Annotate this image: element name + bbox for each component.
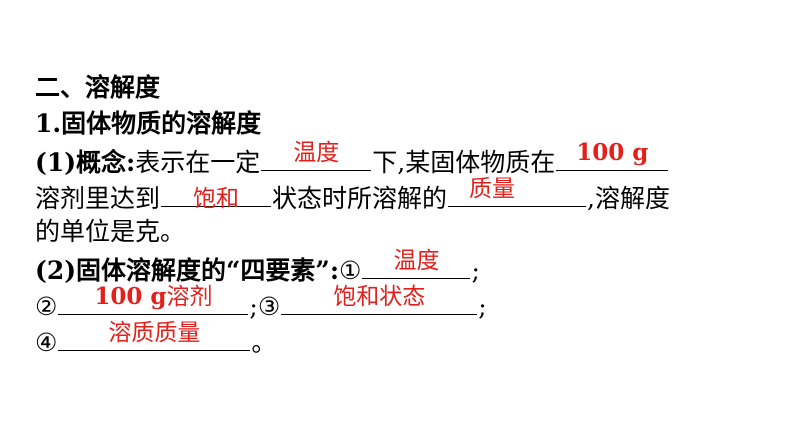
blank-element-3: 饱和状态 [281,284,478,315]
concept-text-4: 状态时所溶解的 [272,184,448,213]
blank-element-1: 温度 [362,248,471,279]
section-heading: 二、溶解度 [35,73,161,102]
concept-line-3: 的单位是克。 [35,214,775,250]
separator-1: ; [471,256,480,285]
concept-line-1: (1)概念:表示在一定 温度 下,某固体物质在 100 g [35,139,775,178]
elements-line-3: ④ 溶质质量 。 [35,320,775,358]
blank-element-4: 溶质质量 [58,320,251,351]
blank-temperature: 温度 [261,140,372,171]
answer-solvent-amount: 100 g [576,139,649,166]
concept-text-5: ,溶解度 [587,184,670,213]
separator-3: ; [478,292,487,321]
marker-4: ④ [35,328,58,357]
concept-text-6: 的单位是克。 [35,217,186,246]
answer-temperature: 温度 [293,140,340,166]
answer-element-2-text: 溶剂 [166,284,213,310]
sub-heading: 1.固体物质的溶解度 [35,106,775,142]
marker-1: ① [339,256,362,285]
answer-element-1: 温度 [393,248,440,274]
answer-element-2: 100 g溶剂 [58,283,248,311]
separator-2: ; [249,292,258,321]
concept-text-2: 下,某固体物质在 [372,148,556,177]
concept-text-1: 表示在一定 [135,148,261,177]
elements-line-1: (2)固体溶解度的“四要素”:① 温度; [35,248,775,286]
concept-text-3: 溶剂里达到 [35,184,161,213]
elements-label: (2)固体溶解度的“四要素”: [35,256,340,285]
end-punctuation: 。 [251,328,277,357]
blank-solvent-amount: 100 g [556,139,669,171]
answer-element-4: 溶质质量 [108,320,201,346]
blank-element-2: 100 g溶剂 [58,283,249,315]
answer-element-2-number: 100 g [94,283,167,310]
blank-mass: 质量 [448,176,587,207]
sub-heading-text: 1.固体物质的溶解度 [35,109,262,138]
marker-3: ③ [257,292,281,321]
answer-saturated: 饱和 [193,186,240,212]
answer-mass: 质量 [469,176,516,202]
marker-2: ② [35,292,58,321]
blank-saturated: 饱和 [161,178,272,212]
answer-element-3: 饱和状态 [333,284,426,310]
concept-line-2: 溶剂里达到 饱和 状态时所溶解的质量 ,溶解度 [35,176,775,214]
concept-label: (1)概念: [35,148,136,177]
